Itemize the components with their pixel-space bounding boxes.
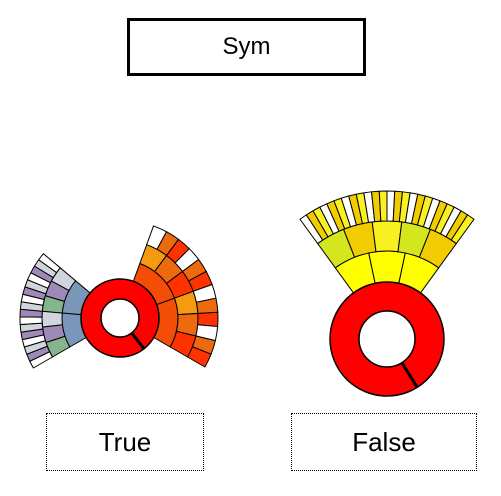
- sunburst-false: [299, 190, 475, 397]
- center-ring: [80, 278, 160, 358]
- left-fan-ring1-segment: [41, 310, 63, 328]
- top-fan-ring2-segment: [378, 190, 388, 222]
- label-false-text: False: [352, 426, 416, 457]
- left-fan-ring2-segment: [19, 316, 43, 326]
- left-fan-ring2-segment: [38, 253, 61, 274]
- right-fan-ring2-segment: [197, 311, 219, 328]
- center-marker: [131, 332, 146, 350]
- center-ring: [329, 281, 445, 397]
- label-true-text: True: [98, 426, 152, 457]
- center-marker: [401, 362, 419, 389]
- title-box: Sym: [127, 18, 366, 76]
- top-fan-ring2-segment: [450, 214, 475, 245]
- label-false-box: False: [291, 413, 477, 471]
- sunburst-true: [19, 225, 219, 369]
- label-true-box: True: [46, 413, 204, 471]
- top-fan-ring1-segment: [371, 220, 403, 253]
- title-text: Sym: [222, 33, 271, 60]
- right-fan-ring2-segment: [186, 346, 212, 368]
